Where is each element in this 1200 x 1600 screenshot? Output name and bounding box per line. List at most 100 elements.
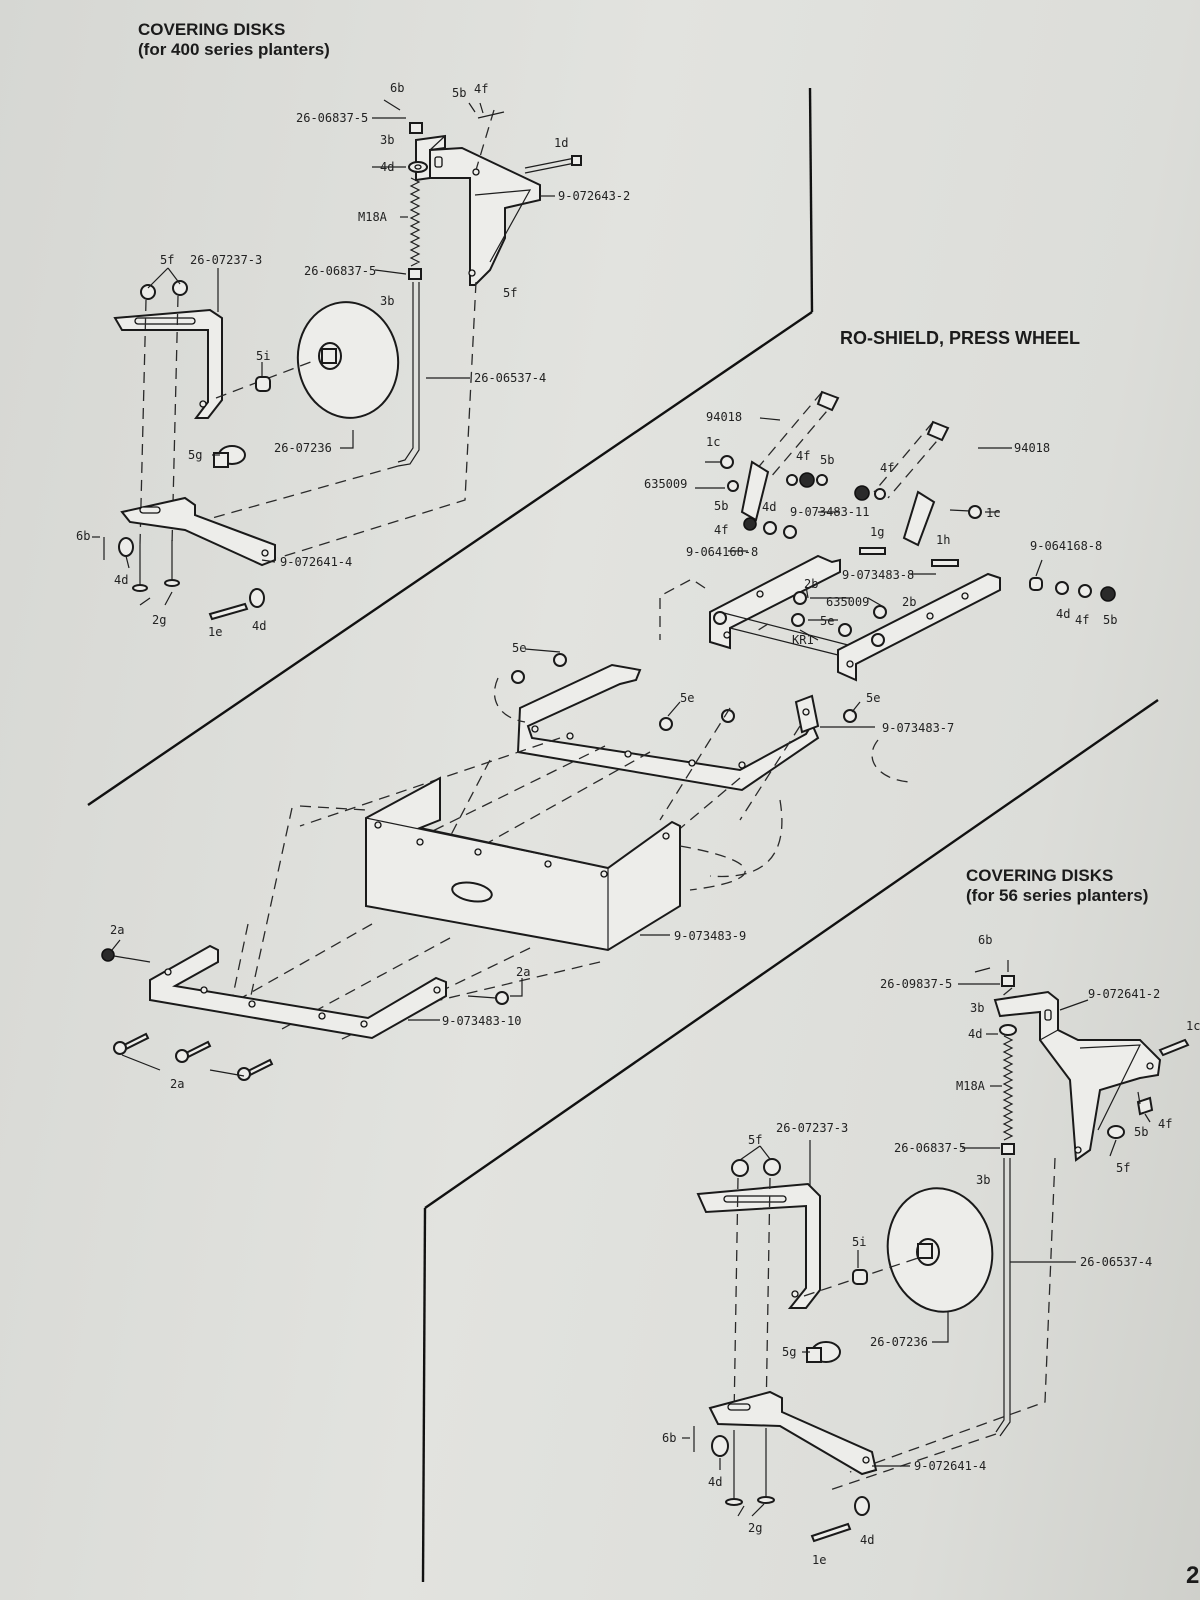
part-label: 26-09837-5	[880, 977, 952, 991]
title-covering-disks-400: COVERING DISKS (for 400 series planters)	[138, 20, 330, 59]
part-label: 1e	[812, 1553, 826, 1567]
part-label: 5f	[160, 253, 174, 267]
brand-logo-plate	[451, 881, 493, 903]
title-subline: (for 56 series planters)	[966, 885, 1149, 905]
part-label: 2b	[804, 577, 818, 591]
part-label: 4f	[1158, 1117, 1172, 1131]
part-label: 5e	[866, 691, 880, 705]
part-label: 26-07236	[274, 441, 332, 455]
section-divider-lines	[87, 87, 1159, 1583]
part-label: 3b	[380, 133, 394, 147]
part-label: 5g	[188, 448, 202, 462]
part-label: M18A	[956, 1079, 986, 1093]
part-label: 1c	[986, 506, 1000, 520]
part-label: 9-073483-9	[674, 929, 746, 943]
part-label: 26-07237-3	[190, 253, 262, 267]
part-label: 5b	[452, 86, 466, 100]
part-label: 4d	[114, 573, 128, 587]
part-label: 2a	[110, 923, 124, 937]
part-label: 26-06537-4	[1080, 1255, 1152, 1269]
part-label: 9-073483-7	[882, 721, 954, 735]
part-label: 5g	[782, 1345, 796, 1359]
title-line: COVERING DISKS	[138, 20, 286, 39]
part-label: 5e	[512, 641, 526, 655]
part-label: 3b	[970, 1001, 984, 1015]
part-label: 1g	[870, 525, 884, 539]
part-label: 6b	[662, 1431, 676, 1445]
part-label: 3b	[976, 1173, 990, 1187]
part-label: 1c	[706, 435, 720, 449]
part-label: 2b	[902, 595, 916, 609]
part-label: 4d	[252, 619, 266, 633]
part-label: 26-06837-5	[304, 264, 376, 278]
part-label: 5b	[714, 499, 728, 513]
part-label: 5b	[1103, 613, 1117, 627]
part-label: 2a	[170, 1077, 184, 1091]
part-label: 1d	[554, 136, 568, 150]
part-label: 9-072641-2	[1088, 987, 1160, 1001]
part-label: 9-073483-10	[442, 1014, 521, 1028]
labels-56-series: 6b 26-09837-5 3b 9-072641-2 1c 4d M18A 4…	[662, 933, 1200, 1567]
part-label: 4f	[714, 523, 728, 537]
part-label: 26-06537-4	[474, 371, 546, 385]
part-label: 6b	[390, 81, 404, 95]
labels-roshield: 94018 94018 1c 4f 5b 4f 635009 5b 4d 9-0…	[110, 410, 1117, 1091]
assembly-400-series	[92, 99, 582, 621]
part-label: 4d	[968, 1027, 982, 1041]
part-label: 4d	[708, 1475, 722, 1489]
part-label: 3b	[380, 294, 394, 308]
part-label: 4f	[1075, 613, 1089, 627]
part-label: 2g	[152, 613, 166, 627]
title-line: COVERING DISKS	[966, 866, 1114, 885]
part-label: 5i	[852, 1235, 866, 1249]
part-label: 26-06837-5	[296, 111, 368, 125]
part-label: 5e	[680, 691, 694, 705]
part-label: 9-064168-8	[1030, 539, 1102, 553]
part-label: 9-064168-8	[686, 545, 758, 559]
part-label: 26-06837-5	[894, 1141, 966, 1155]
part-label: 5f	[748, 1133, 762, 1147]
part-label: 9-073483-8	[842, 568, 914, 582]
title-line: RO-SHIELD, PRESS WHEEL	[840, 328, 1081, 348]
part-label: 9-072641-4	[914, 1459, 986, 1473]
part-label: 4f	[880, 461, 894, 475]
part-label: M18A	[358, 210, 388, 224]
part-label: 635009	[644, 477, 687, 491]
part-label: 1c	[1186, 1019, 1200, 1033]
part-label: 26-07237-3	[776, 1121, 848, 1135]
part-label: 6b	[978, 933, 992, 947]
part-label: 2g	[748, 1521, 762, 1535]
part-label: 4d	[380, 160, 394, 174]
part-label: 26-07236	[870, 1335, 928, 1349]
labels-400-series: 6b 5b 4f 26-06837-5 3b 1d 4d 9-072643-2 …	[76, 81, 630, 639]
part-label: 5i	[256, 349, 270, 363]
part-label: 94018	[706, 410, 742, 424]
part-label: 94018	[1014, 441, 1050, 455]
part-label: 2a	[516, 965, 530, 979]
part-label: 635009	[826, 595, 869, 609]
part-label: KR1	[792, 633, 814, 647]
part-label: 5b	[820, 453, 834, 467]
part-label: 4f	[474, 82, 488, 96]
part-label: 1e	[208, 625, 222, 639]
part-label: 5f	[503, 286, 517, 300]
assembly-roshield	[101, 390, 1116, 1081]
part-label: 4f	[796, 449, 810, 463]
assembly-56-series	[682, 960, 1190, 1543]
part-label: 5b	[1134, 1125, 1148, 1139]
title-subline: (for 400 series planters)	[138, 39, 330, 59]
part-label: 9-072641-4	[280, 555, 352, 569]
part-label: 9-072643-2	[558, 189, 630, 203]
part-label: 5f	[1116, 1161, 1130, 1175]
title-roshield-press-wheel: RO-SHIELD, PRESS WHEEL	[840, 328, 1080, 349]
part-label: 1h	[936, 533, 950, 547]
title-covering-disks-56: COVERING DISKS (for 56 series planters)	[966, 866, 1148, 905]
part-label: 4d	[860, 1533, 874, 1547]
part-label: 6b	[76, 529, 90, 543]
part-label: 9-073483-11	[790, 505, 869, 519]
page-number: 2	[1186, 1562, 1200, 1589]
part-label: 4d	[1056, 607, 1070, 621]
part-label: 4d	[762, 500, 776, 514]
